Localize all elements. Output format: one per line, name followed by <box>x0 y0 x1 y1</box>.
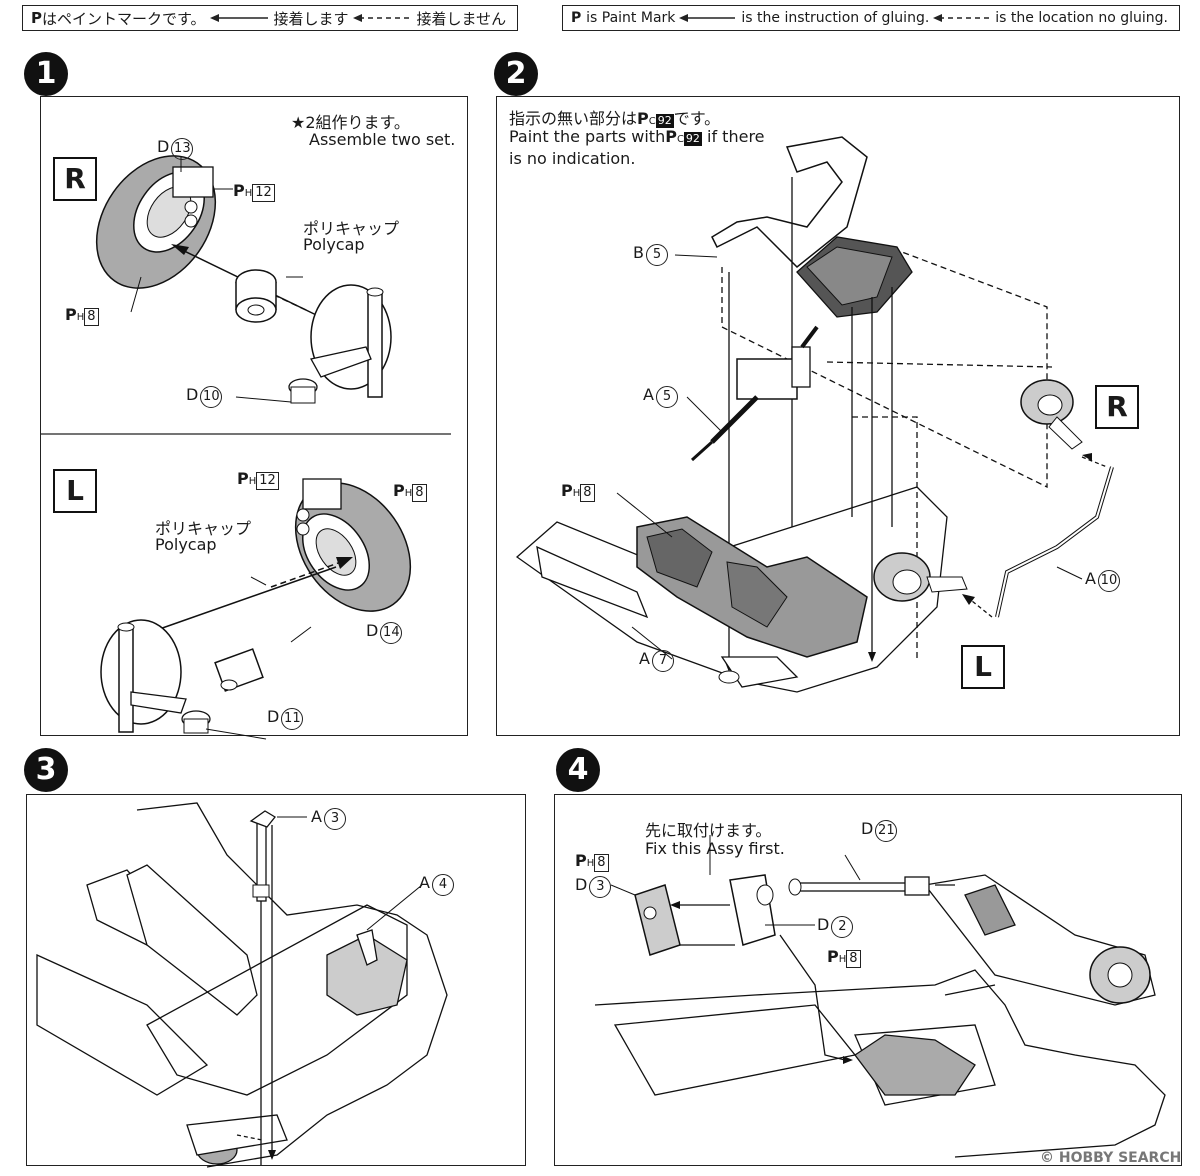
dashed-arrow-icon <box>352 14 411 22</box>
brake-drum-r-drawing <box>95 155 392 404</box>
legend-noglue-text: 接着しません <box>416 9 507 28</box>
step-3-number: 3 <box>24 748 68 792</box>
steering-column-drawing <box>36 802 448 1168</box>
side-l-badge: L <box>53 469 97 513</box>
side-r-badge: R <box>53 157 97 201</box>
legend-noglue-text: is the location no gluing. <box>995 10 1168 26</box>
polycap-label-en-l: Polycap <box>155 535 217 554</box>
step-1-number: 1 <box>24 52 68 96</box>
polycap-label-en-r: Polycap <box>303 235 365 254</box>
legend-paint-text: はペイントマークです。 <box>42 9 206 28</box>
step-1-divider <box>41 433 451 435</box>
paint-mark-icon: P <box>571 10 587 26</box>
solid-arrow-icon <box>679 14 736 22</box>
step-1-note-jp: ★2組作ります。 <box>291 113 410 132</box>
step-4-panel: 先に取付けます。 Fix this Assy first. <box>554 794 1182 1166</box>
solid-arrow-icon <box>209 14 268 22</box>
side-r-badge: R <box>1095 385 1139 429</box>
step-2-number: 2 <box>494 52 538 96</box>
side-l-badge: L <box>961 645 1005 689</box>
step-1-note-en: Assemble two set. <box>309 130 456 149</box>
polycap-label-jp-l: ポリキャップ <box>155 519 252 538</box>
dashed-arrow-icon <box>933 14 990 22</box>
rear-drive-drawing <box>594 835 1166 1158</box>
legend-paint-text: is Paint Mark <box>586 10 676 26</box>
paint-mark-icon: P <box>31 9 42 27</box>
legend-japanese: P はペイントマークです。 接着します 接着しません <box>22 5 518 31</box>
front-suspension-drawing <box>515 136 1114 693</box>
step-2-note-en-2: is no indication. <box>509 149 636 168</box>
step-4-note-en: Fix this Assy first. <box>645 839 785 858</box>
step-4-number: 4 <box>556 748 600 792</box>
polycap-label-jp-r: ポリキャップ <box>303 219 400 238</box>
step-4-note-jp: 先に取付けます。 <box>645 821 772 840</box>
brake-drum-l-drawing <box>100 478 412 740</box>
legend-english: P is Paint Mark is the instruction of gl… <box>562 5 1180 31</box>
legend-glue-text: is the instruction of gluing. <box>741 10 930 26</box>
legend-glue-text: 接着します <box>273 9 349 28</box>
watermark: © HOBBY SEARCH <box>1040 1150 1182 1166</box>
